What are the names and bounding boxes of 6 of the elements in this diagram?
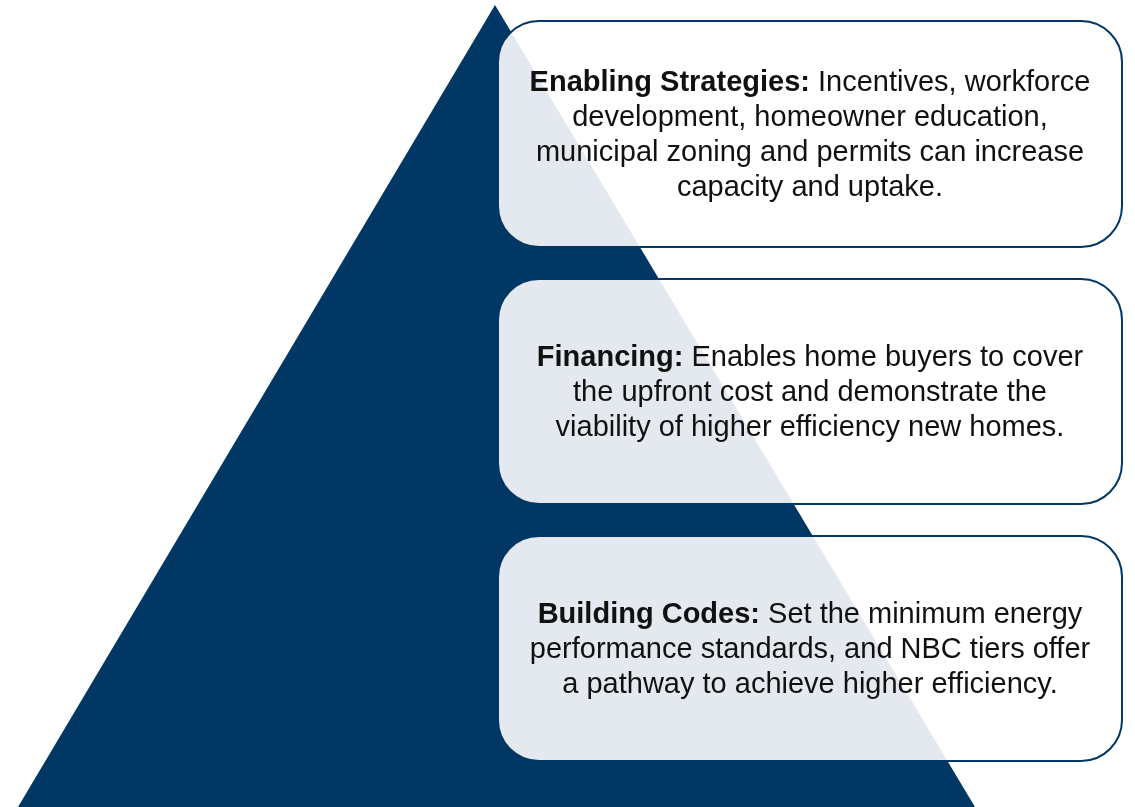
description-text: Enabling Strategies: Incentives, workforce development, homeowner education, municipal zoning and permits can increase capacity and uptake. [528,64,1092,204]
description-text: Building Codes: Set the minimum energy performance standards, and NBC tiers offer a pathway to achieve higher efficiency. [528,596,1092,701]
text-box [497,278,1123,505]
description-text: Financing: Enables home buyers to cover the upfront cost and demonstrate the viability of higher efficiency new homes. [535,339,1085,444]
text-box [497,535,1123,762]
text-box [497,20,1123,248]
